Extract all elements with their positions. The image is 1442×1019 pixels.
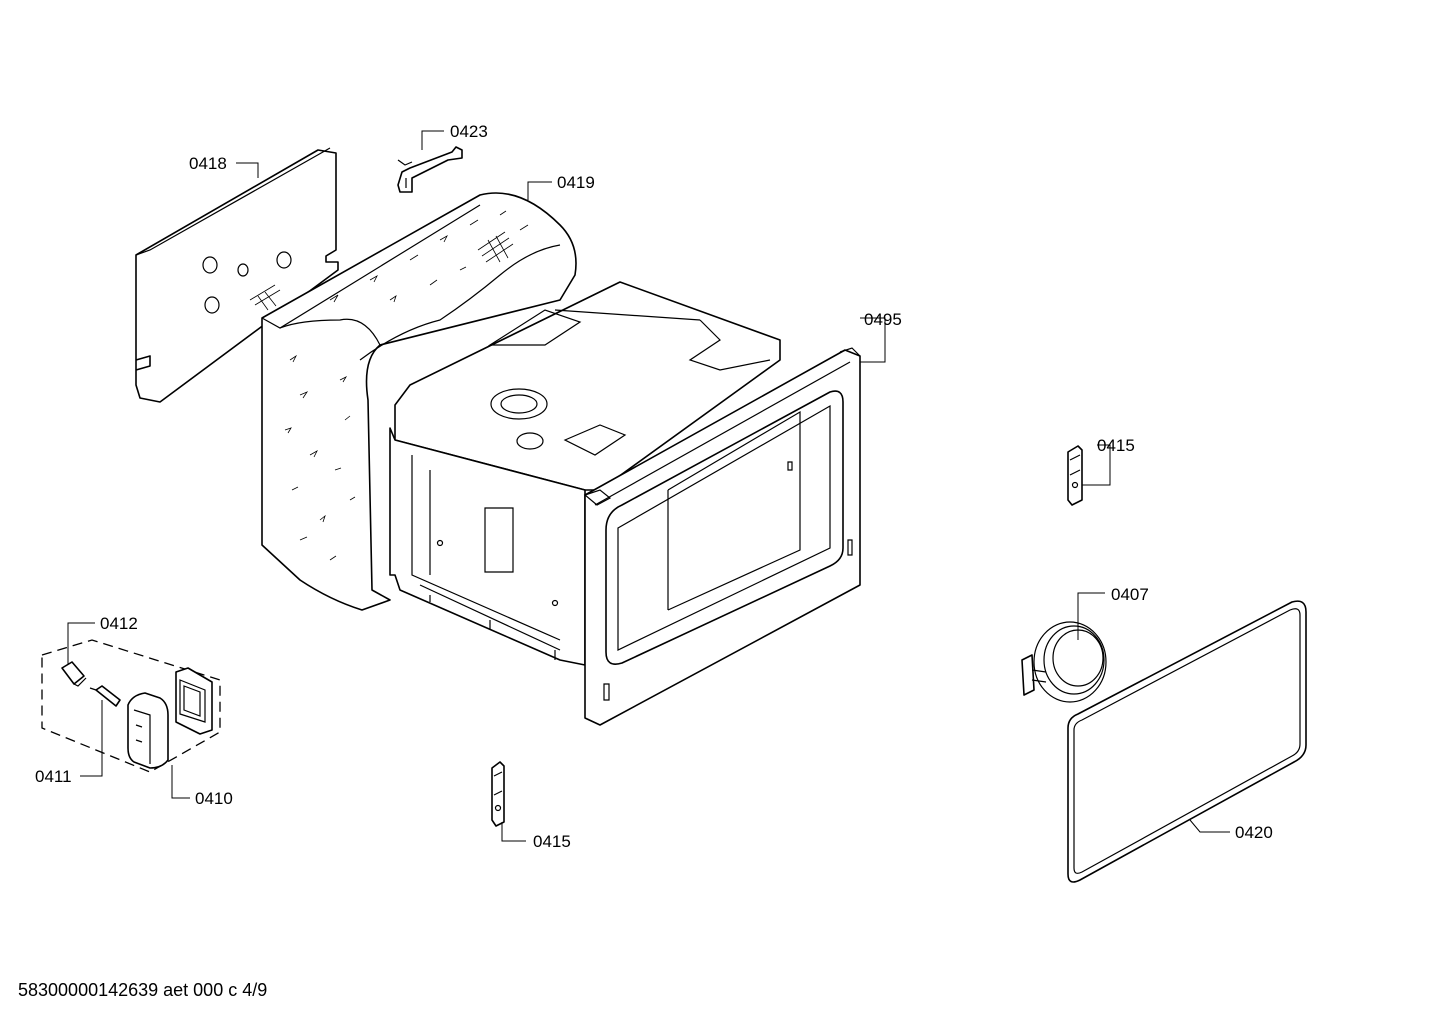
insulation-wrap-part <box>261 192 577 611</box>
hinge-bracket-part-right <box>1067 445 1083 506</box>
bracket-part-0423 <box>397 146 463 193</box>
door-seal-part <box>1067 600 1307 883</box>
part-label-0407: 0407 <box>1111 585 1149 604</box>
lamp-assembly-part <box>41 639 221 773</box>
heating-element-part <box>1021 621 1107 703</box>
part-labels: 0418 0423 0419 0495 0415 0407 0412 0411 … <box>35 122 1273 851</box>
part-label-0412: 0412 <box>100 614 138 633</box>
part-label-0411: 0411 <box>35 767 72 786</box>
part-label-0418: 0418 <box>189 154 227 173</box>
leader-lines <box>67 130 1230 842</box>
part-label-0495: 0495 <box>864 310 902 329</box>
document-id-footer: 58300000142639 aet 000 c 4/9 <box>18 980 268 1000</box>
part-label-0410: 0410 <box>195 789 233 808</box>
rear-panel-part <box>135 147 339 403</box>
hinge-bracket-part-bottom <box>491 761 505 827</box>
oven-cavity-part <box>389 281 861 726</box>
part-label-0415-bottom: 0415 <box>533 832 571 851</box>
part-label-0420: 0420 <box>1235 823 1273 842</box>
part-label-0415-right: 0415 <box>1097 436 1135 455</box>
part-label-0423: 0423 <box>450 122 488 141</box>
part-label-0419: 0419 <box>557 173 595 192</box>
